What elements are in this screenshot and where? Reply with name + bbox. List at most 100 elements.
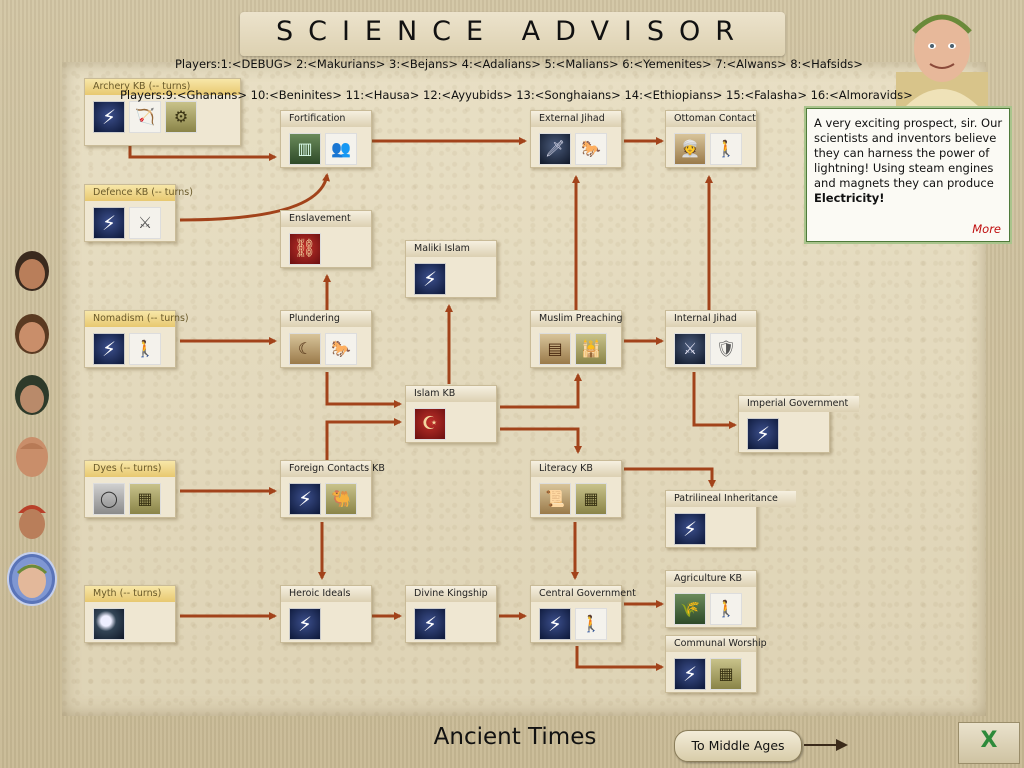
cultural-advisor-face[interactable]	[12, 497, 52, 541]
raider-horseman-unit-icon: 🐎	[325, 333, 357, 365]
tech-islam[interactable]: Islam KB ☪	[405, 385, 497, 443]
field-icon: 🌾	[674, 593, 706, 625]
tech-nomadism[interactable]: Nomadism (-- turns) ⚡ 🚶	[84, 310, 189, 368]
sword-icon: 🗡	[539, 133, 571, 165]
military-advisor-face[interactable]	[12, 373, 52, 417]
tech-plundering-name: Plundering	[281, 311, 371, 327]
close-button[interactable]: X	[958, 722, 1020, 764]
catapult-unit-icon: ⚙	[165, 101, 197, 133]
science-advisor-face[interactable]	[12, 557, 52, 601]
archer-unit-icon: 🏹	[129, 101, 161, 133]
janissary-unit-icon: 🚶	[710, 133, 742, 165]
tech-patrilineal-inheritance[interactable]: Patrilineal Inheritance ⚡	[665, 490, 796, 548]
nomad-unit-icon: 🚶	[129, 333, 161, 365]
tech-external-jihad-name: External Jihad	[531, 111, 621, 127]
tech-patrilineal-inheritance-name: Patrilineal Inheritance	[666, 491, 796, 507]
mounted-warrior-unit-icon: 🐎	[575, 133, 607, 165]
foreign-advisor-face[interactable]	[12, 435, 52, 479]
dye-vat-icon: ◯	[93, 483, 125, 515]
tech-nomadism-name: Nomadism (-- turns)	[85, 311, 189, 327]
tech-defence[interactable]: Defence KB (-- turns) ⚡ ⚔	[84, 184, 193, 242]
tech-agriculture[interactable]: Agriculture KB 🌾 🚶	[665, 570, 757, 628]
screen-title: SCIENCE ADVISOR	[275, 16, 750, 47]
tech-muslim-preaching-name: Muslim Preaching	[531, 311, 623, 327]
scroll-icon: 📜	[539, 483, 571, 515]
domestic-advisor-face[interactable]	[12, 249, 52, 293]
moon-icon	[93, 608, 125, 640]
tech-foreign-contacts[interactable]: Foreign Contacts KB ⚡ 🐫	[280, 460, 385, 518]
tech-heroic-ideals[interactable]: Heroic Ideals ⚡	[280, 585, 372, 643]
tech-ottoman-contact-name: Ottoman Contact	[666, 111, 756, 127]
lightning-bolt-icon: ⚡	[93, 333, 125, 365]
tech-ottoman-contact[interactable]: Ottoman Contact 👳 🚶	[665, 110, 757, 168]
tech-myth-name: Myth (-- turns)	[85, 586, 175, 602]
lightning-bolt-icon: ⚡	[414, 608, 446, 640]
next-era-arrow-icon	[804, 739, 848, 751]
tech-muslim-preaching[interactable]: Muslim Preaching ▤ 🕌	[530, 310, 623, 368]
more-link[interactable]: More	[972, 222, 1001, 236]
close-icon: X	[980, 728, 998, 753]
lightning-bolt-icon: ⚡	[539, 608, 571, 640]
science-advisor-portrait	[896, 14, 988, 106]
lightning-bolt-icon: ⚡	[674, 513, 706, 545]
next-era-button[interactable]: To Middle Ages	[674, 730, 802, 762]
official-unit-icon: 🚶	[575, 608, 607, 640]
tech-literacy-name: Literacy KB	[531, 461, 621, 477]
advisor-speech-main: A very exciting prospect, sir. Our scien…	[814, 116, 1003, 190]
crescent-star-icon: ☪	[414, 408, 446, 440]
tech-islam-name: Islam KB	[406, 386, 496, 402]
warrior-icon: ⚔	[674, 333, 706, 365]
lightning-bolt-icon: ⚡	[93, 207, 125, 239]
tech-agriculture-name: Agriculture KB	[666, 571, 756, 587]
lightning-bolt-icon: ⚡	[93, 101, 125, 133]
tech-fortification-name: Fortification	[281, 111, 371, 127]
tech-fortification[interactable]: Fortification ▥ 👥	[280, 110, 372, 168]
tech-enslavement[interactable]: Enslavement ⛓	[280, 210, 372, 268]
tech-literacy[interactable]: Literacy KB 📜 ▦	[530, 460, 622, 518]
tech-dyes[interactable]: Dyes (-- turns) ◯ ▦	[84, 460, 176, 518]
tech-communal-worship-name: Communal Worship	[666, 636, 767, 652]
ottoman-leader-icon: 👳	[674, 133, 706, 165]
shield-warrior-unit-icon: 🛡	[710, 333, 742, 365]
guards-unit-icon: 👥	[325, 133, 357, 165]
tech-divine-kingship[interactable]: Divine Kingship ⚡	[405, 585, 497, 643]
current-era-label: Ancient Times	[433, 724, 597, 750]
advisor-speech-text: A very exciting prospect, sir. Our scien…	[814, 116, 1004, 206]
tech-internal-jihad[interactable]: Internal Jihad ⚔ 🛡	[665, 310, 757, 368]
tech-maliki-islam[interactable]: Maliki Islam ⚡	[405, 240, 497, 298]
mosque-building-icon: 🕌	[575, 333, 607, 365]
chains-icon: ⛓	[289, 233, 321, 265]
lightning-bolt-icon: ⚡	[289, 608, 321, 640]
walls-building-icon: ▥	[289, 133, 321, 165]
advisor-speech-box: A very exciting prospect, sir. Our scien…	[806, 108, 1010, 242]
lightning-bolt-icon: ⚡	[289, 483, 321, 515]
farmer-unit-icon: 🚶	[710, 593, 742, 625]
tech-defence-name: Defence KB (-- turns)	[85, 185, 193, 201]
players-list-line-2: Players:9:<Ghanans> 10:<Beninites> 11:<H…	[120, 88, 913, 102]
tech-enslavement-name: Enslavement	[281, 211, 371, 227]
tech-dyes-name: Dyes (-- turns)	[85, 461, 175, 477]
players-list-line-1: Players:1:<DEBUG> 2:<Makurians> 3:<Bejan…	[175, 57, 863, 71]
library-building-icon: ▦	[575, 483, 607, 515]
tech-central-government-name: Central Government	[531, 586, 636, 602]
scimitar-icon: ☾	[289, 333, 321, 365]
advisor-speech-highlight: Electricity!	[814, 191, 885, 205]
tech-communal-worship[interactable]: Communal Worship ⚡ ▦	[665, 635, 767, 693]
shrine-building-icon: ▦	[710, 658, 742, 690]
tech-maliki-islam-name: Maliki Islam	[406, 241, 496, 257]
tech-divine-kingship-name: Divine Kingship	[406, 586, 496, 602]
lightning-bolt-icon: ⚡	[747, 418, 779, 450]
tech-myth[interactable]: Myth (-- turns)	[84, 585, 176, 643]
dye-works-building-icon: ▦	[129, 483, 161, 515]
lightning-bolt-icon: ⚡	[674, 658, 706, 690]
title-bar	[240, 12, 785, 56]
trade-advisor-face[interactable]	[12, 312, 52, 356]
tech-foreign-contacts-name: Foreign Contacts KB	[281, 461, 385, 477]
tech-imperial-government-name: Imperial Government	[739, 396, 859, 412]
lightning-bolt-icon: ⚡	[414, 263, 446, 295]
tech-central-government[interactable]: Central Government ⚡ 🚶	[530, 585, 636, 643]
tech-plundering[interactable]: Plundering ☾ 🐎	[280, 310, 372, 368]
tech-archery[interactable]: Archery KB (-- turns) ⚡ 🏹 ⚙	[84, 78, 241, 146]
tech-imperial-government[interactable]: Imperial Government ⚡	[738, 395, 859, 453]
tech-external-jihad[interactable]: External Jihad 🗡 🐎	[530, 110, 622, 168]
